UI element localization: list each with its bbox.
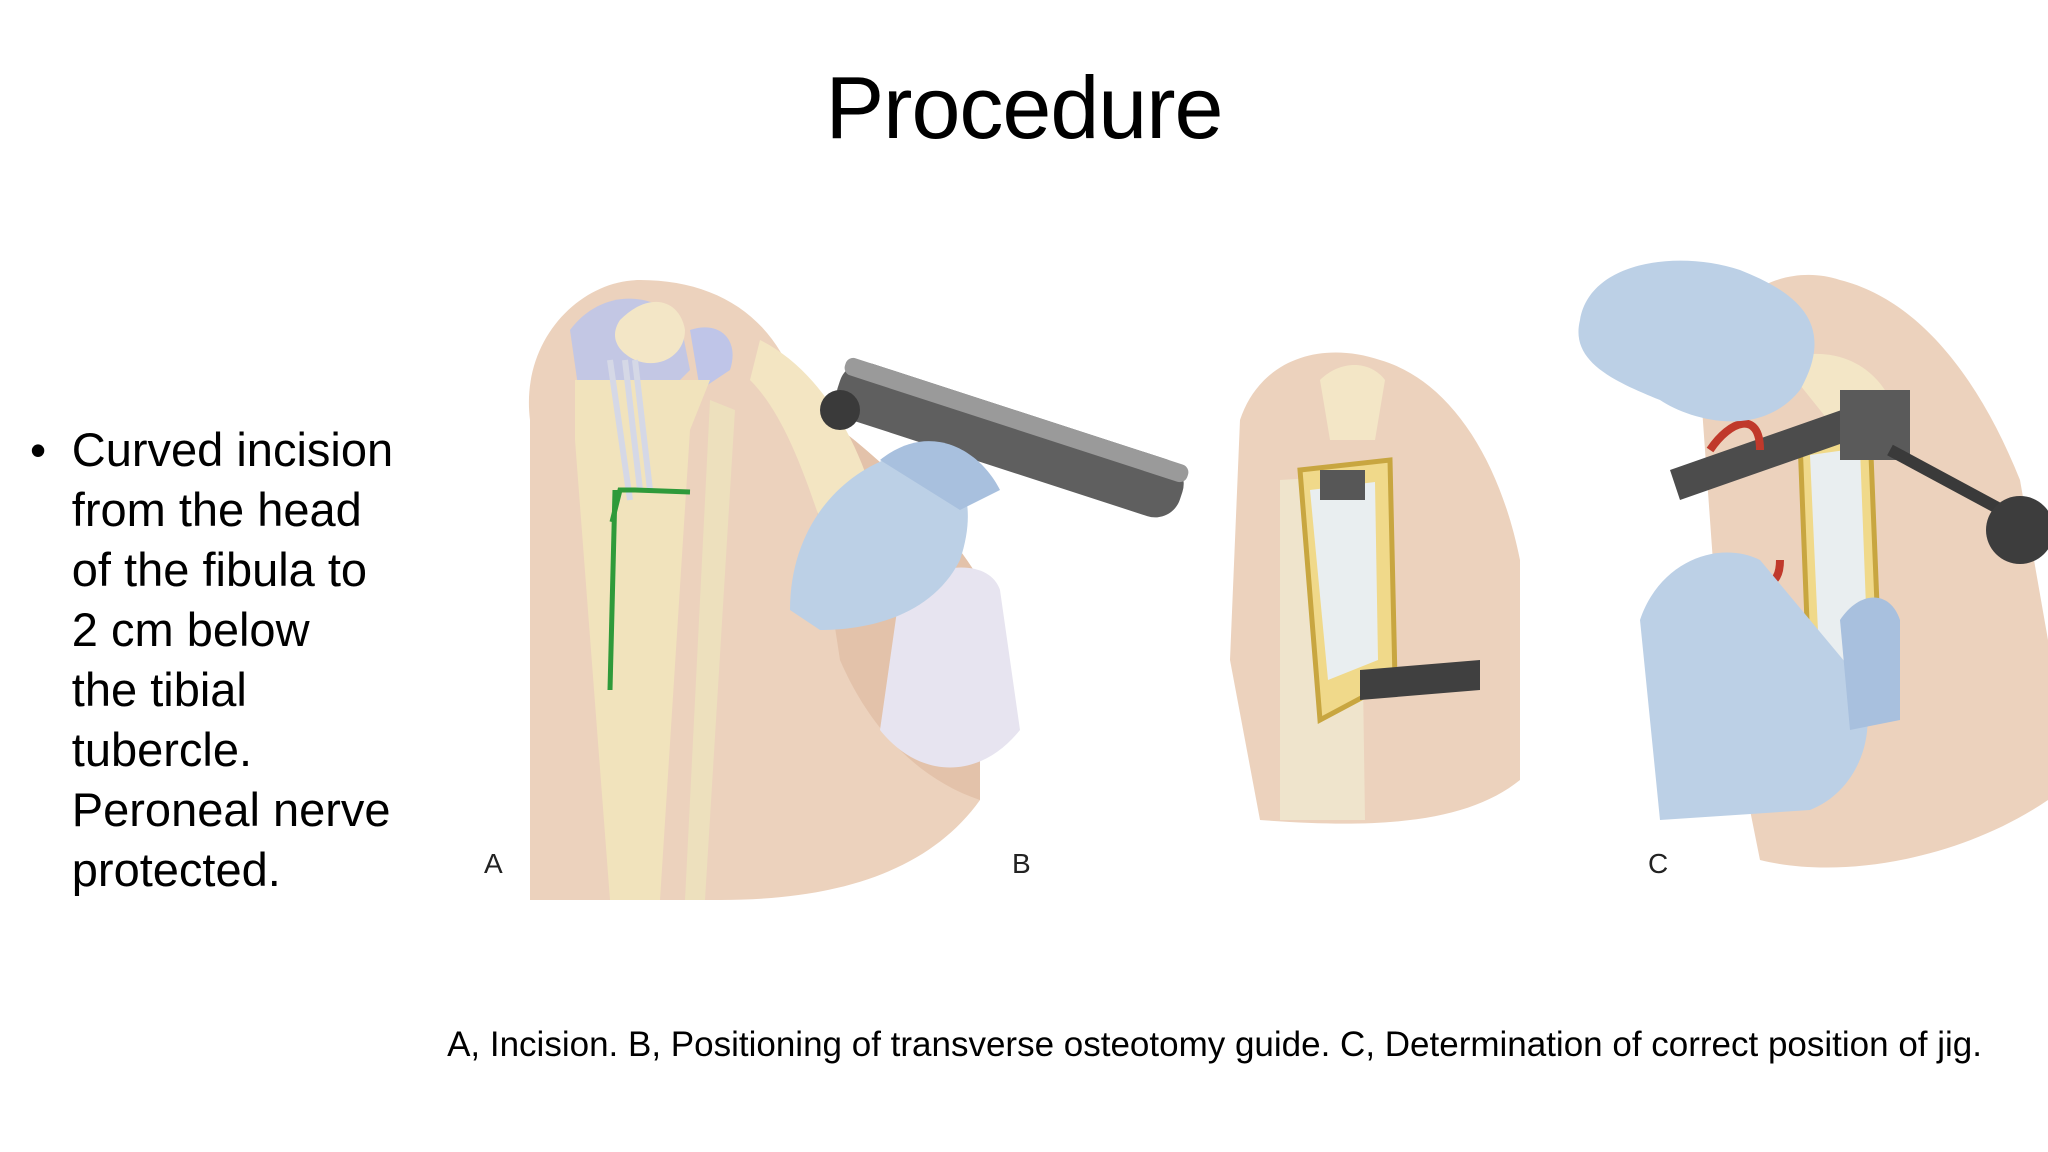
bullet-text: Curved incision from the head of the fib… [71,423,394,896]
figure-caption: A, Incision. B, Positioning of transvers… [447,1025,1982,1064]
panel-a-illustration [528,280,1020,900]
bullet-marker: • [30,424,47,476]
slide-title: Procedure [825,58,1223,157]
bullet-list: • Curved incision from the head of the f… [30,420,430,900]
panel-label-b: B [1012,848,1031,879]
procedure-illustration [528,260,2048,900]
panel-b-illustration [790,352,1520,824]
panel-label-c: C [1648,848,1669,879]
panel-label-a: A [484,848,503,879]
panel-c-illustration [1578,260,2048,868]
procedure-figure: A B C [460,260,2048,900]
